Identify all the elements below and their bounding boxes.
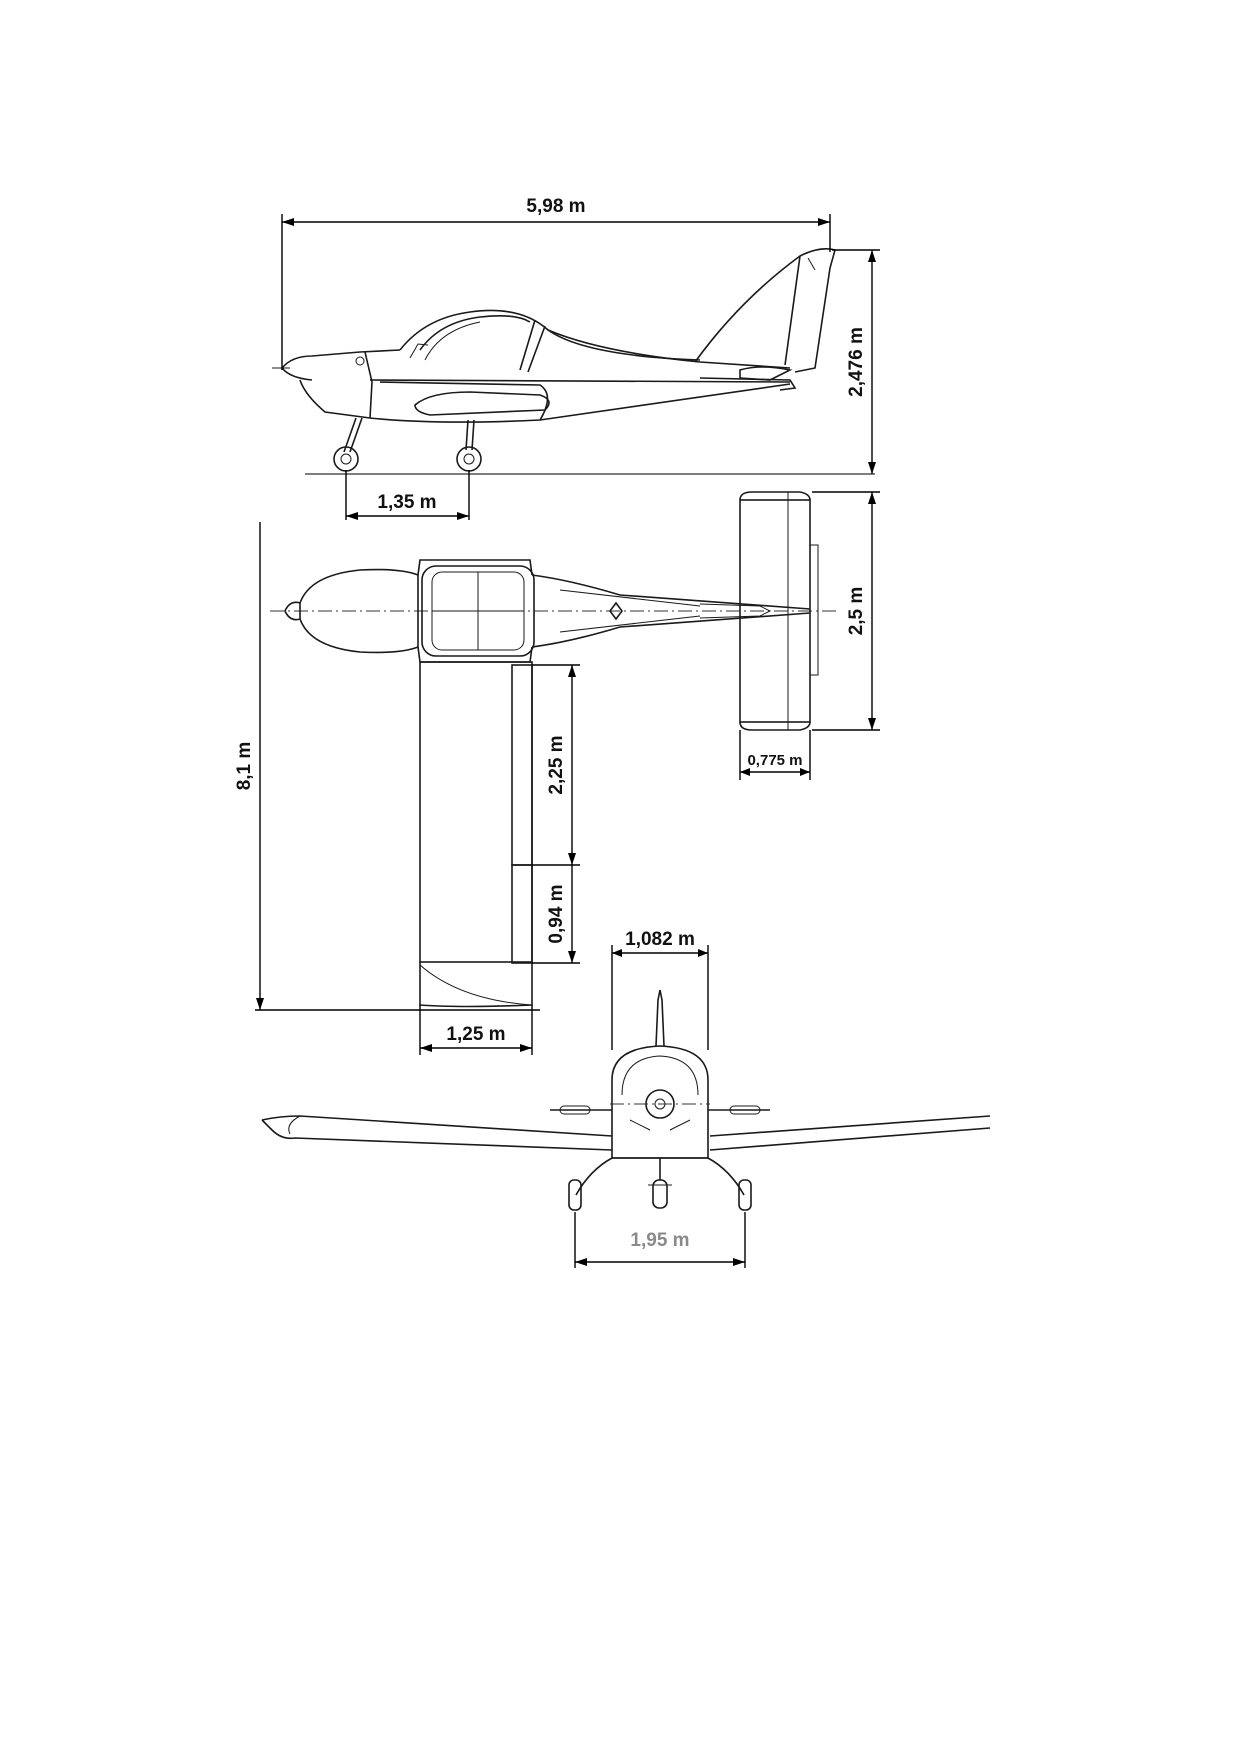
side-landing-gear bbox=[333, 417, 482, 472]
dim-fuselage-width: 1,082 m bbox=[611, 929, 709, 1050]
dim-inner-flap-span: 2,25 m bbox=[532, 664, 580, 866]
fuselage-width-label: 1,082 m bbox=[625, 929, 695, 950]
front-view: 1,082 m 1,95 m bbox=[261, 929, 991, 1268]
dim-overall-length: 5,98 m bbox=[281, 196, 831, 370]
tailplane-span-label: 2,5 m bbox=[846, 587, 867, 636]
dim-outer-span: 0,94 m bbox=[532, 865, 580, 964]
side-view: 5,98 m 2,476 m 1,35 m bbox=[272, 196, 880, 520]
top-fuselage bbox=[284, 559, 811, 663]
side-fuselage bbox=[272, 248, 836, 423]
top-wing bbox=[419, 661, 533, 1008]
overall-length-label: 5,98 m bbox=[526, 196, 585, 217]
front-landing-gear bbox=[568, 1157, 752, 1211]
top-tailplane bbox=[739, 491, 819, 731]
dim-height: 2,476 m bbox=[832, 249, 880, 474]
top-view: 2,5 m 0,775 m 8,1 m 2,25 m bbox=[234, 491, 880, 1055]
dim-wheelbase: 1,35 m bbox=[345, 470, 470, 520]
outer-span-label: 0,94 m bbox=[546, 884, 567, 943]
wingspan-label: 8,1 m bbox=[234, 742, 255, 791]
dim-track: 1,95 m bbox=[574, 1212, 746, 1268]
track-label: 1,95 m bbox=[630, 1230, 689, 1251]
wing-chord-label: 1,25 m bbox=[446, 1024, 505, 1045]
dim-wingspan: 8,1 m bbox=[234, 522, 540, 1011]
wheelbase-label: 1,35 m bbox=[377, 492, 436, 513]
height-label: 2,476 m bbox=[846, 327, 867, 397]
dim-tailplane-chord: 0,775 m bbox=[739, 730, 811, 780]
front-wings bbox=[261, 1115, 991, 1151]
dim-wing-chord: 1,25 m bbox=[419, 1005, 533, 1055]
inner-flap-span-label: 2,25 m bbox=[546, 735, 567, 794]
front-fuselage bbox=[550, 989, 770, 1159]
dim-tailplane-span: 2,5 m bbox=[812, 491, 880, 731]
tailplane-chord-label: 0,775 m bbox=[747, 752, 802, 769]
